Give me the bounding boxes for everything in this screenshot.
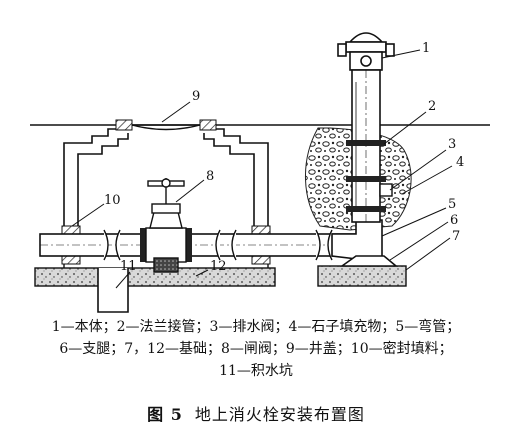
label-8: 8 [206, 169, 214, 184]
figure-title: 地上消火栓安装布置图 [194, 405, 365, 424]
pipe-coupling-right [215, 229, 237, 261]
label-3: 3 [448, 137, 456, 152]
label-1: 1 [422, 41, 430, 56]
seal-right-bottom [251, 255, 271, 265]
foundation-hydrant [317, 265, 407, 287]
figure-number: 图 5 [147, 405, 183, 424]
pipe-coupling-bend [315, 229, 333, 261]
label-6: 6 [450, 213, 458, 228]
well-wall-left [63, 125, 129, 228]
legend-line-2: 6—支腿；7，12—基础；8—闸阀；9—井盖；10—密封填料； [59, 341, 453, 357]
legend-line-1: 1—本体；2—法兰接管；3—排水阀；4—石子填充物；5—弯管； [51, 319, 461, 335]
valve-flange-left [140, 228, 146, 262]
main-pipe [39, 233, 363, 257]
figure-caption: 图 5 地上消火栓安装布置图 [0, 401, 512, 425]
label-9: 9 [192, 89, 200, 104]
label-5: 5 [448, 197, 456, 212]
label-2: 2 [428, 99, 436, 114]
seal-left-bottom [61, 255, 81, 265]
hydrant-bend [331, 219, 383, 263]
flange-connector-upper [346, 140, 386, 146]
support-leg [339, 255, 399, 267]
well-cover-seat-right [199, 119, 217, 131]
valve-flange-right [186, 228, 192, 262]
drain-valve [379, 183, 393, 197]
label-7: 7 [452, 229, 460, 244]
label-11: 11 [120, 259, 137, 274]
well-cover [131, 124, 201, 131]
flange-connector-base [346, 206, 386, 212]
legend-line-3: 11—积水坑 [219, 363, 293, 379]
pipe-coupling-left [103, 229, 121, 261]
label-10: 10 [104, 193, 121, 208]
gate-valve [145, 178, 187, 273]
flange-connector-lower [346, 176, 386, 182]
seal-left-top [61, 225, 81, 235]
leader-lines [71, 49, 453, 289]
label-4: 4 [456, 155, 464, 170]
sump-pit [97, 268, 129, 313]
well-cover-seat-left [115, 119, 133, 131]
seal-right-top [251, 225, 271, 235]
label-12: 12 [210, 259, 227, 274]
